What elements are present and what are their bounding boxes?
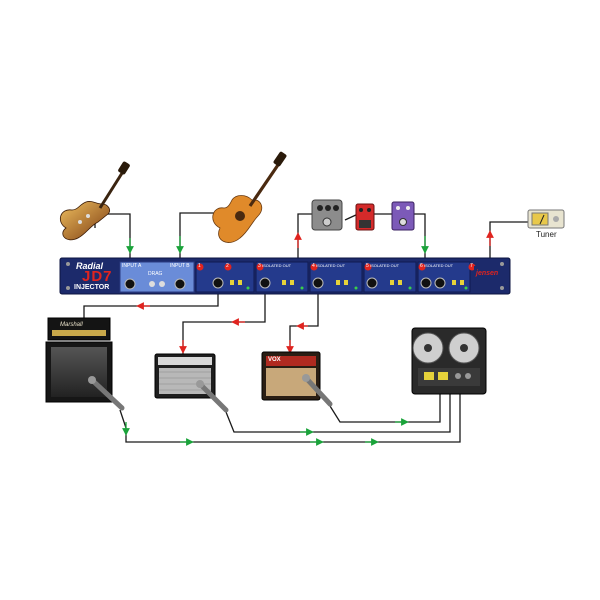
drag-label: DRAG bbox=[148, 271, 163, 277]
channel-number-badges bbox=[196, 263, 476, 271]
isolated-out-label: ISOLATED OUT bbox=[316, 263, 346, 268]
vox-amp-icon bbox=[261, 351, 321, 401]
channel-number: 5 bbox=[366, 263, 369, 269]
rack-unit bbox=[59, 257, 511, 295]
signal-arrows bbox=[122, 230, 494, 446]
rack-subtitle-label: INJECTOR bbox=[74, 284, 110, 291]
channel-number: 2 bbox=[226, 263, 229, 269]
cables bbox=[83, 212, 528, 443]
channel-number: 6 bbox=[420, 263, 423, 269]
channel-number: 4 bbox=[312, 263, 315, 269]
vox-brand-label: VOX bbox=[268, 357, 281, 363]
rack-model-label: JD7 bbox=[82, 268, 113, 285]
pedal-gray-icon bbox=[311, 199, 343, 231]
channel-strips bbox=[195, 261, 471, 293]
marshall-brand-label: Marshall bbox=[60, 322, 83, 328]
isolated-out-label: ISOLATED OUT bbox=[370, 263, 400, 268]
electric-guitar-icon bbox=[59, 161, 130, 241]
pedal-purple-icon bbox=[391, 201, 415, 231]
channel-number: 3 bbox=[258, 263, 261, 269]
tuner-icon bbox=[527, 209, 565, 229]
tape-machine-icon bbox=[411, 327, 487, 395]
tuner-label: Tuner bbox=[536, 230, 557, 239]
microphone-icon bbox=[88, 376, 125, 411]
rack-brand-label: Radial bbox=[76, 261, 104, 271]
isolated-out-label: ISOLATED OUT bbox=[262, 263, 292, 268]
pedal-red-icon bbox=[355, 203, 375, 231]
input-a-label: INPUT A bbox=[122, 263, 142, 269]
input-b-label: INPUT B bbox=[170, 263, 190, 269]
channel-number: 1 bbox=[198, 263, 201, 269]
marshall-amp-icon bbox=[45, 317, 113, 403]
microphone-icon bbox=[196, 380, 229, 413]
channel-number: 7 bbox=[470, 263, 473, 269]
maker-mark-label: jensen bbox=[476, 270, 499, 277]
microphone-icon bbox=[302, 374, 333, 407]
acoustic-guitar-icon bbox=[212, 151, 287, 243]
isolated-out-label: ISOLATED OUT bbox=[424, 263, 454, 268]
